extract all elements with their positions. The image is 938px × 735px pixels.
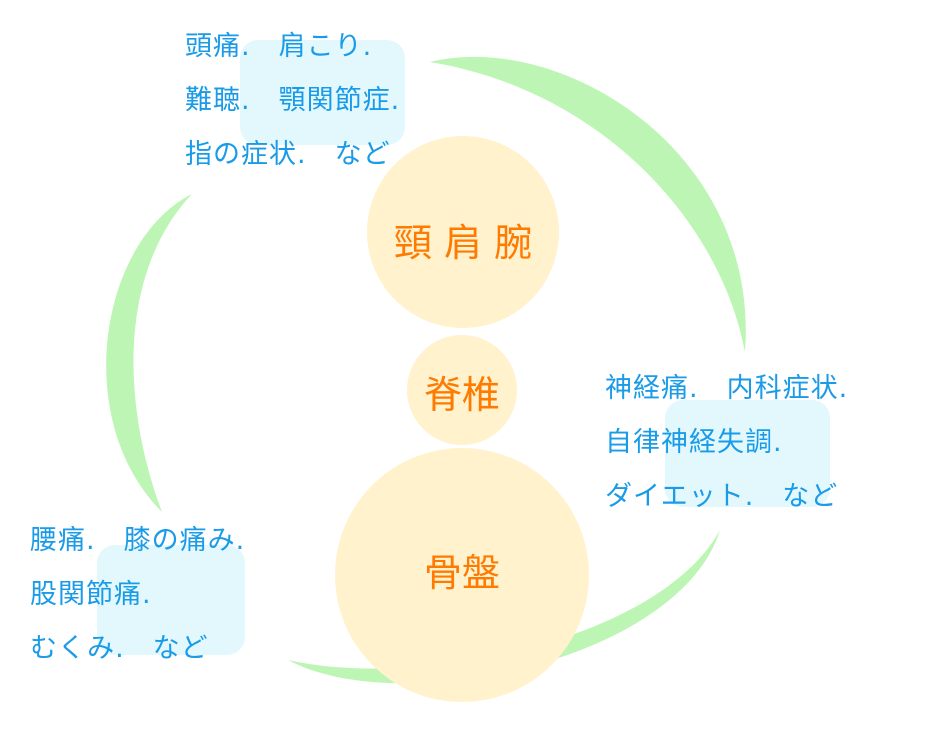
arc-bottom	[288, 530, 720, 684]
symptoms-neck: 頭痛. 肩こり. 難聴. 顎関節症. 指の症状. など	[185, 20, 400, 182]
circle-pelvis	[335, 448, 589, 702]
symptom-line: 神経痛. 内科症状.	[605, 373, 849, 404]
symptom-line: 股関節痛.	[30, 579, 152, 610]
circle-spine	[407, 335, 517, 445]
symptom-line: ダイエット. など	[605, 481, 839, 512]
highlight-box-pelvis	[97, 545, 245, 655]
highlight-box-neck	[240, 40, 405, 145]
label-spine: 脊椎	[423, 373, 500, 417]
highlight-box-spine	[665, 400, 830, 507]
symptom-line: 腰痛. 膝の痛み.	[30, 525, 246, 556]
symptom-line: むくみ. など	[30, 633, 209, 664]
symptom-line: 指の症状. など	[185, 139, 391, 170]
arc-top-right	[430, 56, 746, 352]
symptom-line: 自律神経失調.	[605, 427, 783, 458]
circle-neck	[367, 136, 559, 328]
symptom-line: 頭痛. 肩こり.	[185, 31, 373, 62]
label-pelvis: 骨盤	[423, 551, 500, 595]
symptom-line: 難聴. 顎関節症.	[185, 85, 401, 116]
arc-left	[106, 194, 192, 512]
symptoms-spine: 神経痛. 内科症状. 自律神経失調. ダイエット. など	[605, 362, 848, 524]
symptoms-pelvis: 腰痛. 膝の痛み. 股関節痛. むくみ. など	[30, 514, 245, 676]
label-neck: 頸 肩 腕	[393, 221, 533, 265]
